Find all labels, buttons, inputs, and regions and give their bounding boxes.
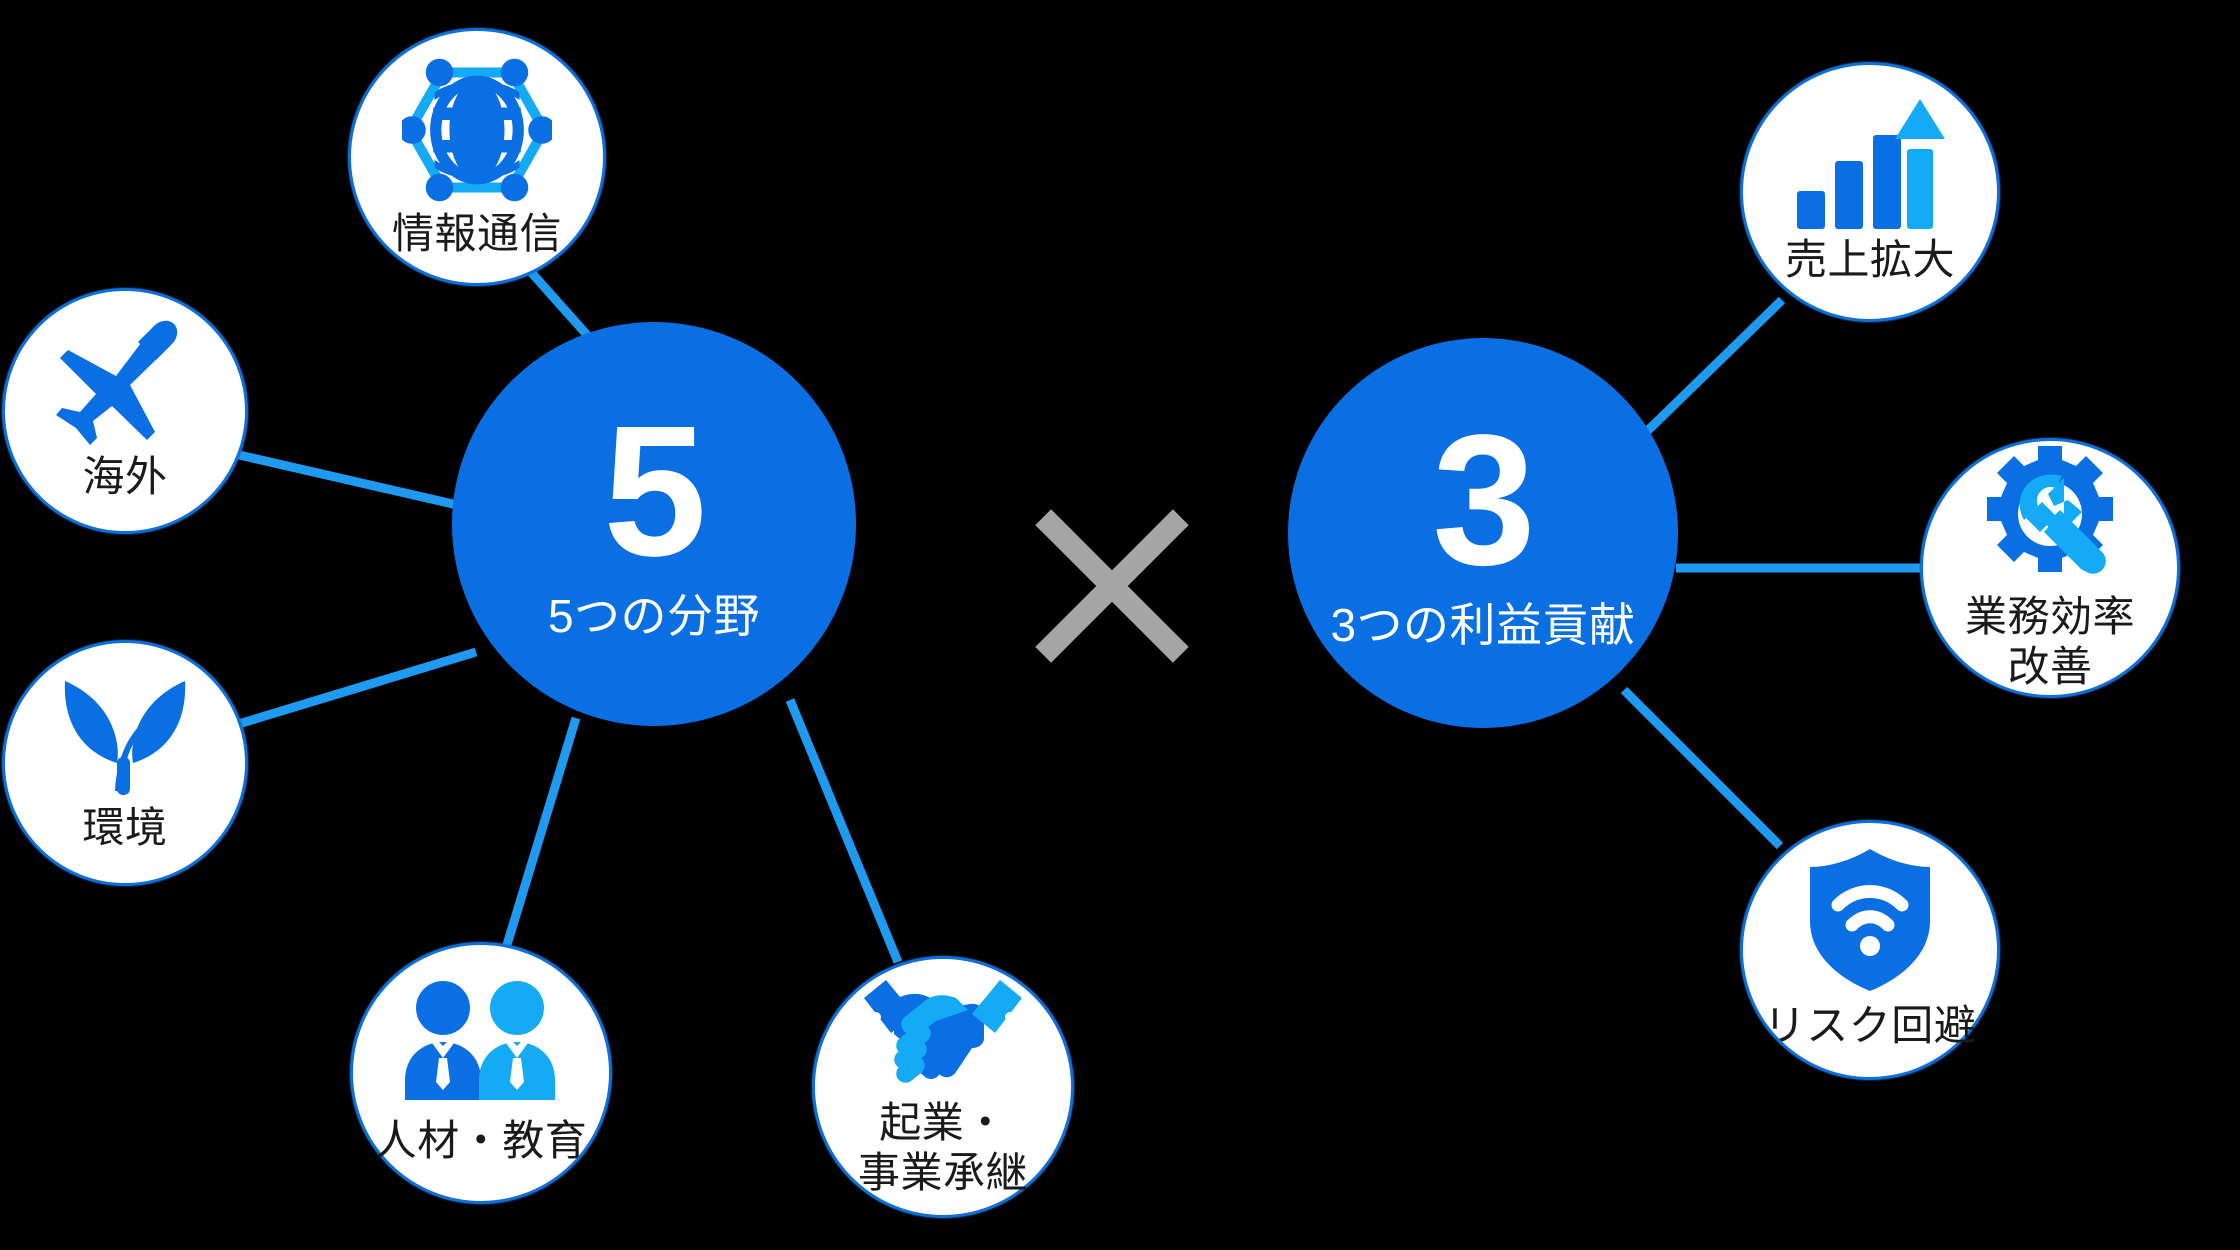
hub-five-circle[interactable]: 5 5つの分野 [452, 322, 856, 726]
handshake-icon [860, 976, 1026, 1088]
node-risk-kaihi[interactable]: リスク回避 [1740, 820, 2000, 1080]
bar-chart-arrow-up-icon [1795, 99, 1945, 231]
node-kigyo-jigyoshokei[interactable]: 起業・ 事業承継 [812, 956, 1074, 1218]
connector-hub5-kaigai [224, 447, 490, 517]
node-jinzai-kyoiku[interactable]: 人材・教育 [350, 942, 612, 1204]
connector-hub3-risk [1620, 686, 1784, 850]
node-label: 情報通信 [391, 210, 562, 258]
node-kaigai[interactable]: 海外 [2, 288, 248, 534]
node-label: 人材・教育 [374, 1117, 588, 1165]
node-label: 起業・ 事業承継 [857, 1099, 1028, 1196]
gear-wrench-icon [1980, 444, 2120, 584]
connector-hub3-uriage [1632, 296, 1786, 446]
hub-caption: 3つの利益貢献 [1330, 599, 1636, 652]
connector-hub5-kigyo [785, 698, 903, 964]
hub-number: 3 [1432, 397, 1535, 605]
connector-hub5-kankyo [230, 647, 478, 731]
node-label: 環境 [82, 804, 168, 852]
multiply-icon [1035, 509, 1189, 663]
node-label: 業務効率 改善 [1964, 593, 2135, 690]
hub-caption: 5つの分野 [547, 590, 761, 643]
globe-network-icon [402, 55, 552, 205]
leaf-sprout-icon [55, 673, 195, 797]
connector-hub5-jinzai [501, 716, 581, 950]
node-gyomu-koritsu-kaizen[interactable]: 業務効率 改善 [1920, 438, 2180, 698]
airplane-icon [50, 320, 200, 450]
node-label: 海外 [82, 453, 168, 501]
hub-three-circle[interactable]: 3 3つの利益貢献 [1288, 338, 1678, 728]
hub-number: 5 [603, 388, 706, 596]
two-people-icon [401, 980, 561, 1106]
node-label: リスク回避 [1763, 1002, 1977, 1050]
shield-wifi-icon [1806, 849, 1934, 992]
node-joho-tsushin[interactable]: 情報通信 [348, 28, 606, 286]
node-uriage-kakudai[interactable]: 売上拡大 [1740, 62, 2000, 322]
node-label: 売上拡大 [1784, 236, 1955, 284]
node-kankyo[interactable]: 環境 [2, 640, 248, 886]
